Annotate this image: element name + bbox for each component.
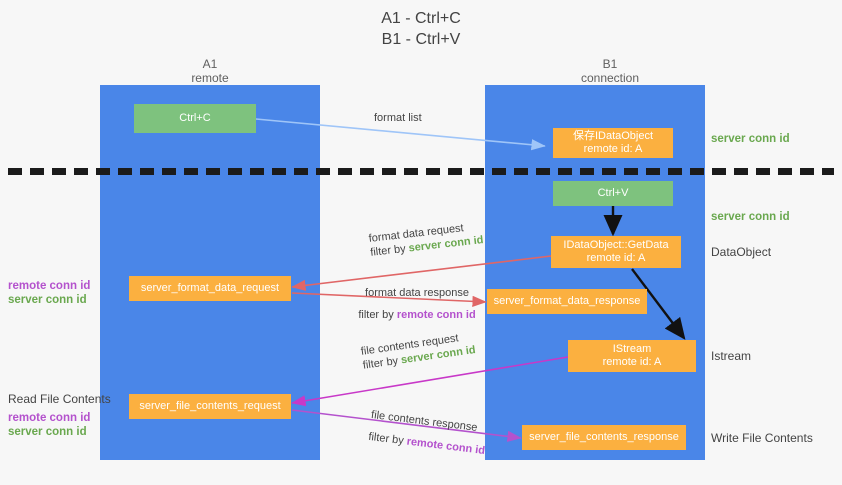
- column-b1-name: B1: [602, 57, 618, 71]
- node-server-file-contents-response-label: server_file_contents_response: [529, 431, 679, 443]
- node-save-idataobject-line1: 保存IDataObject: [572, 130, 654, 142]
- filter-prefix: filter by: [358, 309, 397, 321]
- label-read-file-contents: Read File Contents: [8, 392, 111, 406]
- node-getdata-line1: IDataObject::GetData: [563, 239, 669, 251]
- edge-label-format-data-response-filter: filter by remote conn id: [337, 308, 497, 322]
- node-save-idataobject-line2: remote id: A: [583, 143, 643, 155]
- node-idataobject-getdata[interactable]: IDataObject::GetData remote id: A: [551, 236, 681, 268]
- edge-label-format-data-response: format data response filter by remote co…: [337, 286, 497, 322]
- label-dataobject: DataObject: [711, 245, 772, 259]
- node-server-format-data-response-label: server_format_data_response: [493, 295, 641, 307]
- diagram-title: A1 - Ctrl+C B1 - Ctrl+V: [0, 8, 842, 50]
- node-ctrl-c[interactable]: Ctrl+C: [134, 104, 256, 133]
- edge-label-format-data-request: format data request filter by server con…: [368, 219, 484, 260]
- node-ctrl-c-label: Ctrl+C: [179, 112, 211, 124]
- title-line-1: A1 - Ctrl+C: [381, 10, 461, 27]
- label-file-remote-conn-id: remote conn id: [8, 412, 91, 424]
- node-server-format-data-request[interactable]: server_format_data_request: [129, 276, 291, 301]
- node-istream-line2: remote id: A: [602, 356, 662, 368]
- node-istream[interactable]: IStream remote id: A: [568, 340, 696, 372]
- node-istream-line1: IStream: [612, 343, 652, 355]
- filter-key-remote-conn-id: remote conn id: [396, 309, 476, 321]
- node-server-file-contents-response[interactable]: server_file_contents_response: [522, 425, 686, 450]
- label-format-server-conn-id: server conn id: [8, 294, 87, 306]
- filter-prefix: filter by: [367, 430, 408, 448]
- phase-divider: [8, 168, 834, 175]
- label-istream: Istream: [711, 349, 752, 363]
- label-conn-pair-format: remote conn id server conn id: [8, 279, 90, 307]
- label-server-conn-id-mid: server conn id: [711, 211, 790, 223]
- node-getdata-line2: remote id: A: [586, 252, 646, 264]
- filter-prefix: filter by: [369, 242, 410, 259]
- label-format-remote-conn-id: remote conn id: [8, 280, 91, 292]
- column-a1-role: remote: [191, 71, 229, 85]
- column-a1-name: A1: [202, 57, 218, 71]
- filter-key-remote-conn-id: remote conn id: [405, 435, 486, 458]
- edge-label-format-list: format list: [374, 112, 422, 124]
- column-header-b1: B1 connection: [510, 57, 710, 85]
- column-b1-role: connection: [580, 71, 640, 85]
- edge-label-file-contents-response-filter: filter by remote conn id: [368, 430, 486, 458]
- column-header-a1: A1 remote: [110, 57, 310, 85]
- label-conn-pair-file: remote conn id server conn id: [8, 411, 90, 439]
- node-ctrl-v-label: Ctrl+V: [597, 187, 629, 199]
- edge-label-file-contents-request: file contents request filter by server c…: [360, 329, 477, 373]
- node-save-idataobject[interactable]: 保存IDataObject remote id: A: [553, 128, 673, 158]
- edge-label-file-contents-response: file contents response filter by remote …: [368, 408, 489, 458]
- node-server-file-contents-request[interactable]: server_file_contents_request: [129, 394, 291, 419]
- edge-label-format-data-response-main: format data response: [365, 287, 469, 299]
- node-server-file-contents-request-label: server_file_contents_request: [139, 400, 281, 412]
- title-line-2: B1 - Ctrl+V: [381, 31, 461, 48]
- node-server-format-data-response[interactable]: server_format_data_response: [487, 289, 647, 314]
- node-server-format-data-request-label: server_format_data_request: [140, 282, 280, 294]
- node-ctrl-v[interactable]: Ctrl+V: [553, 181, 673, 206]
- label-write-file-contents: Write File Contents: [711, 431, 813, 445]
- filter-prefix: filter by: [362, 354, 402, 372]
- label-server-conn-id-top: server conn id: [711, 133, 790, 145]
- label-file-server-conn-id: server conn id: [8, 426, 87, 438]
